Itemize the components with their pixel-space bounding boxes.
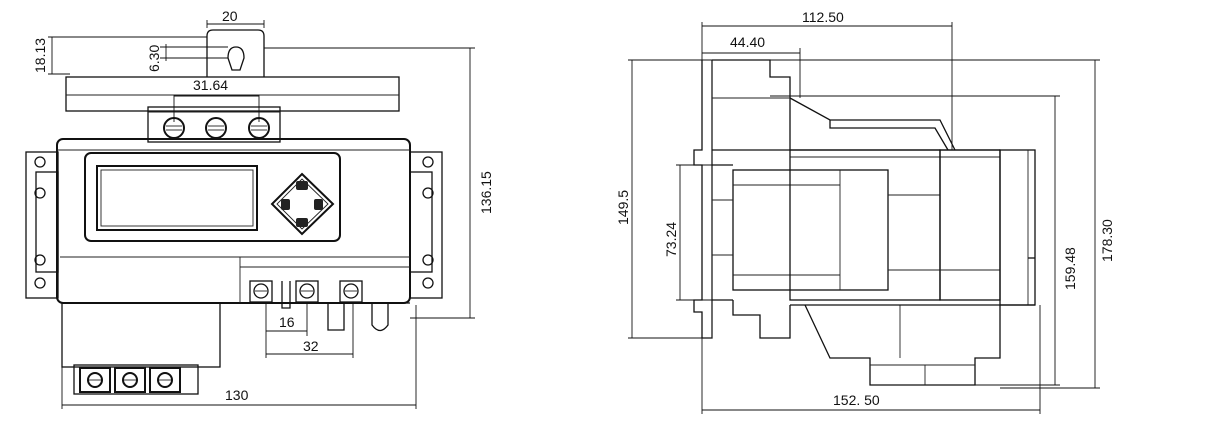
dim-total-depth: 112.50 (802, 9, 844, 25)
dim-lower-pitch: 16 (279, 314, 295, 330)
right-din-bracket (409, 151, 443, 299)
top-terminal-screws (163, 117, 270, 139)
key-up-icon (296, 181, 308, 190)
dim-lower-span: 32 (303, 338, 319, 354)
mounting-hole-icon (227, 46, 245, 71)
bottom-terminal-screws (79, 367, 181, 393)
dim-width: 130 (225, 387, 249, 403)
front-panel (84, 152, 341, 242)
key-left-icon (281, 199, 290, 210)
dim-upper-depth: 44.40 (730, 34, 765, 50)
dim-bottom-width: 152. 50 (833, 392, 880, 408)
side-dimensions: 112.50 44.40 149.5 73.24 159.48 178.3 (615, 9, 1115, 414)
key-down-icon (296, 218, 308, 227)
dim-height: 136.15 (478, 171, 494, 214)
dim-hole: 6.30 (146, 45, 162, 72)
dim-top-width: 20 (222, 8, 238, 24)
right-terminal-block (249, 280, 410, 332)
dim-height-left: 149.5 (615, 190, 631, 225)
lcd-screen (96, 165, 258, 231)
left-din-bracket (25, 151, 59, 299)
dim-height-right-inner: 159.48 (1062, 247, 1078, 290)
dim-top-height: 18.13 (32, 38, 48, 73)
dim-terminal-pitch: 31.64 (193, 77, 228, 93)
dim-height-right-outer: 178.30 (1099, 219, 1115, 262)
side-view: 112.50 44.40 149.5 73.24 159.48 178.3 (615, 9, 1115, 414)
front-dimensions: 20 18.13 6.30 31.64 136.15 16 (32, 8, 494, 409)
keypad-diamond (270, 172, 335, 236)
front-view: 20 18.13 6.30 31.64 136.15 16 (25, 8, 494, 409)
dim-relay-height: 73.24 (663, 222, 679, 257)
key-right-icon (314, 199, 323, 210)
